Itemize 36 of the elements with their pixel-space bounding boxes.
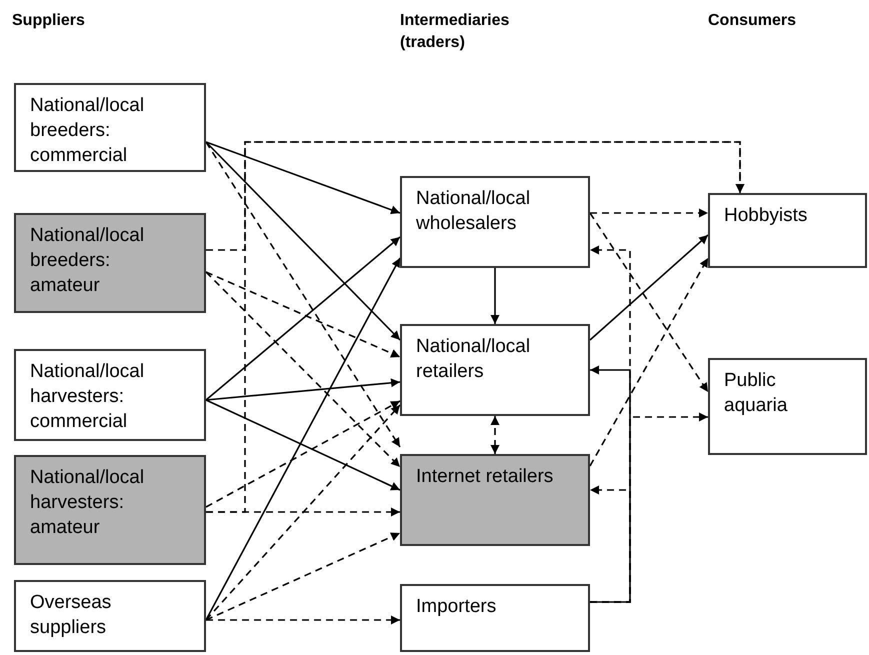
dashed-arrow	[590, 208, 708, 218]
dashed-arrow	[206, 271, 400, 358]
process-box: Overseas suppliers	[14, 580, 206, 652]
dashed-arrow	[205, 404, 401, 621]
arrow	[206, 141, 400, 214]
arrow	[205, 141, 401, 341]
dashed-arrow	[590, 412, 708, 603]
dashed-arrow	[490, 416, 500, 454]
process-box: National/local retailers	[400, 324, 590, 416]
process-box: National/local breeders: commercial	[14, 83, 206, 172]
dashed-arrow	[589, 258, 709, 466]
process-box: Internet retailers	[400, 454, 590, 546]
dashed-arrow	[206, 532, 400, 621]
arrow	[205, 236, 401, 401]
column-heading: Consumers	[708, 11, 798, 31]
dashed-arrow	[205, 142, 401, 448]
process-box: Importers	[400, 584, 590, 652]
column-heading: Suppliers	[12, 11, 86, 31]
arrow	[206, 399, 400, 491]
process-box: Public aquaria	[708, 358, 867, 455]
process-box: Hobbyists	[708, 193, 867, 268]
process-box: National/local wholesalers	[400, 176, 590, 268]
dashed-arrow	[206, 616, 400, 624]
dashed-arrow	[206, 400, 400, 508]
arrow	[490, 268, 500, 324]
arrow	[590, 366, 631, 603]
arrow	[205, 258, 401, 620]
dashed-arrow	[206, 508, 400, 516]
process-box: National/local breeders: amateur	[14, 213, 206, 313]
column-heading: Intermediaries (traders)	[400, 11, 510, 53]
arrow	[589, 234, 709, 341]
process-box: National/local harvesters: commercial	[14, 349, 206, 441]
process-box: National/local harvesters: amateur	[14, 455, 206, 565]
dashed-arrow	[205, 271, 401, 468]
arrow	[206, 378, 400, 401]
dashed-arrow	[589, 212, 709, 392]
